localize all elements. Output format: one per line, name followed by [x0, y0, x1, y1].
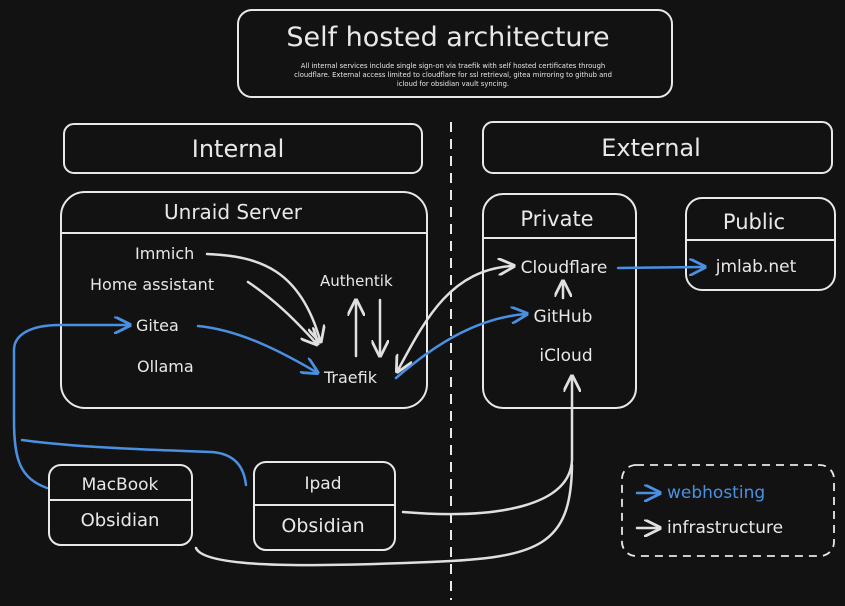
- private-icloud: iCloud: [539, 346, 592, 366]
- unraid-server-box: Unraid Server Immich Home assistant Gite…: [60, 191, 428, 409]
- arrow-macbook-icloud: [194, 463, 574, 567]
- public-jmlab: jmlab.net: [715, 257, 797, 277]
- arrow-ipad-link: [20, 438, 248, 487]
- legend-infrastructure-label: infrastructure: [667, 518, 783, 538]
- title-box: Self hosted architecture All internal se…: [237, 9, 673, 98]
- arrow-traefik-github: [394, 314, 525, 380]
- device-macbook-app: Obsidian: [81, 510, 160, 531]
- arrow-traefik-cloudflare: [398, 266, 512, 370]
- arrow-immich-traefik: [205, 252, 320, 340]
- private-cloudflare: Cloudflare: [521, 258, 608, 278]
- device-ipad-app: Obsidian: [281, 515, 364, 537]
- public-box: Public jmlab.net: [685, 197, 836, 291]
- service-gitea: Gitea: [136, 316, 179, 335]
- private-github: GitHub: [534, 307, 593, 327]
- page-title: Self hosted architecture: [286, 22, 609, 53]
- service-ollama: Ollama: [137, 357, 194, 376]
- external-label: External: [601, 134, 701, 162]
- legend: webhosting infrastructure: [621, 464, 835, 557]
- description-line-3: icloud for obsidian vault syncing.: [397, 80, 509, 88]
- arrow-obsidian-icloud: [401, 378, 572, 516]
- service-traefik: Traefik: [323, 368, 378, 387]
- service-home-assistant: Home assistant: [90, 275, 214, 294]
- device-ipad: Ipad Obsidian: [253, 461, 396, 551]
- arrow-cloudflare-jmlab: [616, 267, 703, 268]
- device-ipad-name: Ipad: [304, 474, 341, 494]
- device-macbook: MacBook Obsidian: [48, 464, 193, 546]
- description-line-2: cloudflare. External access limited to c…: [294, 71, 612, 79]
- legend-webhosting-label: webhosting: [667, 483, 765, 503]
- internal-section-header: Internal: [63, 123, 423, 174]
- unraid-server-title: Unraid Server: [164, 200, 303, 224]
- external-section-header: External: [482, 121, 833, 174]
- service-immich: Immich: [135, 244, 194, 263]
- private-title: Private: [520, 207, 593, 231]
- arrow-gitea-traefik: [196, 324, 316, 372]
- private-box: Private Cloudflare GitHub iCloud: [482, 193, 637, 409]
- service-authentik: Authentik: [320, 272, 393, 290]
- description-line-1: All internal services include single sig…: [301, 62, 605, 70]
- device-macbook-name: MacBook: [82, 475, 159, 495]
- internal-label: Internal: [192, 135, 285, 163]
- arrow-devices-gitea: [12, 325, 128, 490]
- arrow-homeassistant-traefik: [246, 280, 316, 343]
- public-title: Public: [723, 210, 785, 234]
